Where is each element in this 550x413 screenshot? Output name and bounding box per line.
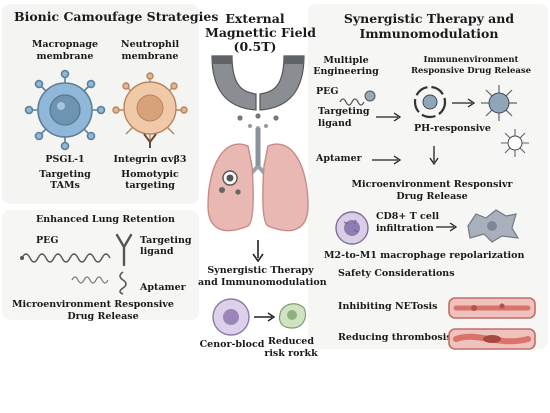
purple-cell-icon xyxy=(212,298,250,336)
right-micro-1: Microenvironment Responsivr xyxy=(351,179,513,190)
center-result-1: Reduced xyxy=(268,336,314,347)
ph-np-icon xyxy=(501,129,529,157)
right-panel-bg xyxy=(308,4,548,349)
right-immune-2: Responsive Drug Release xyxy=(410,66,532,76)
left-release-1: Microenvironment Responsive xyxy=(12,299,174,310)
right-thrombosis: Reducing thrombosis risk xyxy=(338,332,476,343)
macrophage-label-2: membrane xyxy=(36,51,94,62)
center-cell-label: Cenor-blocd xyxy=(199,339,265,350)
nanoparticle-dots-icon xyxy=(237,113,279,128)
coated-np-icon xyxy=(481,85,517,121)
lungs-icon xyxy=(207,126,309,232)
vessel-netosis-icon xyxy=(448,297,536,319)
down-arrow-icon xyxy=(252,240,264,263)
center-title-3: (0.5T) xyxy=(233,39,277,54)
right-m2m1: M2-to-M1 macrophage repolarization xyxy=(324,250,525,261)
neutrophil-marker: Integrin αvβ3 xyxy=(113,154,187,165)
macrophage-target-2: TAMs xyxy=(50,180,80,191)
tcell-icon xyxy=(335,211,369,245)
right-micro-2: Drug Release xyxy=(396,191,468,202)
macrophage-target-1: Targeting xyxy=(39,169,91,180)
right-multiple-2: Engineering xyxy=(313,66,379,77)
right-aptamer: Aptamer xyxy=(316,153,362,164)
right-title-2: Immunomodulation xyxy=(359,26,499,41)
right-cd8-2: infiltration xyxy=(376,223,434,234)
retention-ligand-2: ligand xyxy=(140,246,174,257)
vessel-thrombosis-icon xyxy=(448,328,536,350)
tumor-cell-icon xyxy=(467,209,520,243)
neutrophil-target-1: Homotypic xyxy=(121,169,179,180)
arrow-aptamer-icon xyxy=(372,155,402,165)
neutrophil-label-1: Neutrophil xyxy=(120,39,180,50)
left-title: Bionic Camoufage Strategies xyxy=(14,9,219,24)
center-result-2: risk rorkk xyxy=(264,348,318,359)
right-title-1: Synergistic Therapy and xyxy=(343,11,515,26)
aptamer-icon xyxy=(119,271,127,295)
neutrophil-target-2: targeting xyxy=(125,180,175,191)
right-cd8-1: CD8+ T cell xyxy=(376,211,440,222)
right-multiple-1: Multiple xyxy=(323,55,369,66)
peg-lollipop-icon xyxy=(339,90,376,106)
ligand-y-icon xyxy=(115,233,133,267)
retention-panel-bg xyxy=(2,210,199,320)
retention-ligand-1: Targeting xyxy=(140,235,192,246)
right-peg: PEG xyxy=(316,86,339,97)
right-arrow-icon xyxy=(254,312,276,322)
neutrophil-label-2: membrane xyxy=(121,51,179,62)
arrow-to-mesh-icon xyxy=(452,98,476,108)
center-synergy-2: and Immunomodulation xyxy=(198,277,327,288)
right-ligand-1: Targeting xyxy=(318,106,370,117)
right-ligand-2: ligand xyxy=(318,118,352,129)
retention-aptamer: Aptamer xyxy=(140,282,186,293)
neutrophil-cell xyxy=(112,72,188,148)
left-release-2: Drug Release xyxy=(67,311,139,322)
right-netosis: Inhibiting NETosis xyxy=(338,301,438,312)
macrophage-marker: PSGL-1 xyxy=(45,154,85,165)
green-cell-icon xyxy=(278,303,307,329)
retention-title: Enhanced Lung Retention xyxy=(36,214,175,225)
center-title-2: Magnettic Field xyxy=(205,25,317,40)
macrophage-label-1: Macropnage xyxy=(31,39,99,50)
right-ph: PH-responsive xyxy=(414,123,491,134)
arrow-cd8-icon xyxy=(436,222,458,232)
down-arrow-release-icon xyxy=(429,146,439,166)
right-safety: Safety Considerations xyxy=(338,268,455,279)
engineered-np-icon xyxy=(413,85,447,119)
macrophage-cell xyxy=(24,69,106,151)
center-title-1: External xyxy=(225,11,285,26)
short-chain-icon xyxy=(71,276,109,284)
right-immune-1: Immunenvironment xyxy=(423,55,519,65)
arrow-to-np-icon xyxy=(376,112,402,122)
retention-peg: PEG xyxy=(36,235,59,246)
center-synergy-1: Synergistic Therapy xyxy=(207,265,314,276)
magnet-icon xyxy=(211,55,305,111)
peg-chain-icon xyxy=(20,253,111,263)
